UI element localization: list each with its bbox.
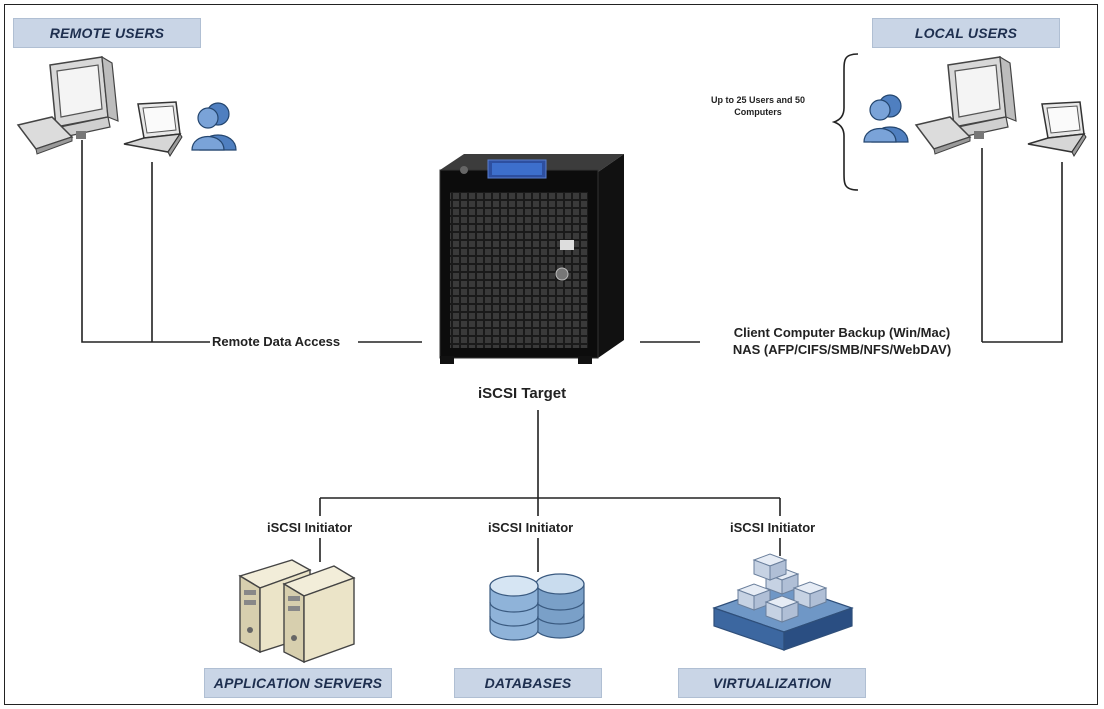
initiator-left-label: iSCSI Initiator [267,520,353,535]
database-icon [489,573,585,641]
laptop-icon [1027,101,1087,158]
desktop-computer-icon [16,55,119,155]
databases-label: DATABASES [454,668,602,698]
nas-server-icon [439,154,624,364]
user-icon [191,102,237,151]
initiator-right-label: iSCSI Initiator [730,520,816,535]
remote-access-label: Remote Data Access [212,334,341,349]
brace-icon [832,53,859,191]
local-services-label: Client Computer Backup (Win/Mac) NAS (AF… [700,324,984,358]
user-capacity-note: Up to 25 Users and 50 Computers [710,95,806,117]
initiator-middle-label: iSCSI Initiator [488,520,574,535]
desktop-computer-icon [914,55,1017,155]
server-tower-icon [238,559,356,664]
local-users-label: LOCAL USERS [872,18,1060,48]
remote-desktop-line [81,140,210,343]
virtualization-label: VIRTUALIZATION [678,668,866,698]
virtualization-icon [712,553,854,651]
laptop-icon [123,101,183,158]
application-servers-label: APPLICATION SERVERS [204,668,392,698]
local-services-line1: Client Computer Backup (Win/Mac) [733,325,951,340]
remote-users-label: REMOTE USERS [13,18,201,48]
local-line [982,162,1063,343]
user-icon [863,94,909,143]
local-services-line2: NAS (AFP/CIFS/SMB/NFS/WebDAV) [732,342,952,357]
iscsi-target-label: iSCSI Target [478,385,567,402]
